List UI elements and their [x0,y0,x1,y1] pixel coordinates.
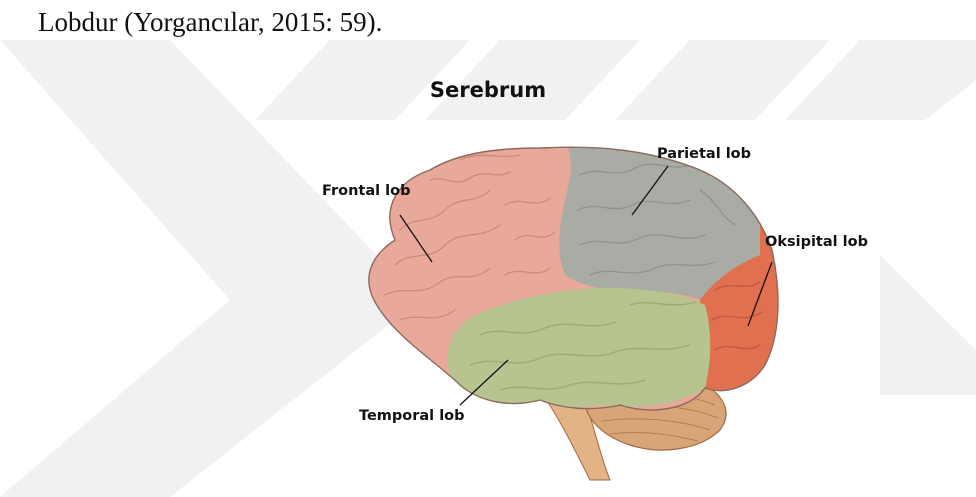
occipital-lobe-label: Oksipital lob [765,234,868,250]
frontal-lobe-label: Frontal lob [322,183,410,199]
temporal-lobe-label: Temporal lob [359,408,465,424]
figure-title: Serebrum [0,78,976,102]
paragraph-text: Lobdur (Yorgancılar, 2015: 59). [38,6,382,38]
parietal-lobe-label: Parietal lob [657,146,751,162]
